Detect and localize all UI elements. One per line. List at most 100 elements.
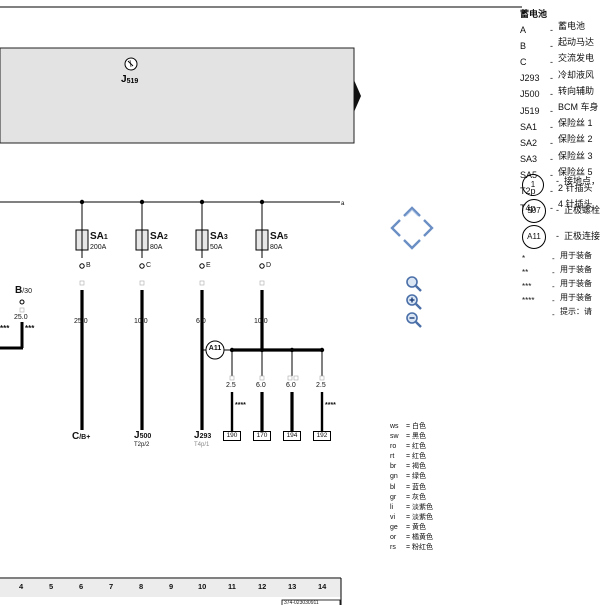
b30-wire-size: 25.0 (14, 314, 28, 321)
wire-size-sa2: 10.0 (134, 318, 148, 325)
color-key-row: gn= 绿色 (390, 473, 427, 481)
ref-box-192[interactable]: 192 (313, 431, 331, 441)
zoom-search-icon[interactable] (404, 274, 424, 294)
left-stars-b: *** (25, 324, 35, 333)
ref-box-194[interactable]: 194 (283, 431, 301, 441)
legend-circle-desc: - 正极螺栓 (556, 205, 601, 215)
pan-left-icon[interactable] (390, 219, 401, 237)
legend-row: A-蓄电池 (520, 21, 586, 35)
wire-size-sa5: 10.0 (254, 318, 268, 325)
fuse-sa2-label: SA2 80A (150, 231, 168, 252)
fuse-sa1 (75, 199, 89, 430)
color-key-row: vi= 淡紫色 (390, 513, 434, 521)
fuse-sa3-label: SA3 50A (210, 231, 228, 252)
page-number[interactable]: 13 (288, 582, 297, 591)
color-key-row: sw= 黑色 (390, 433, 427, 441)
legend-circle-ground: 1 (522, 174, 544, 196)
branch-wire-4: 2.5 (316, 382, 326, 389)
note-row: **-用于装备 (522, 265, 592, 277)
branch-stars-a: **** (235, 402, 246, 409)
j519-module-box (0, 47, 355, 144)
pan-control (390, 206, 434, 250)
color-key-row: li= 淡紫色 (390, 503, 434, 511)
legend-title: 蓄电池 (520, 9, 548, 19)
fuse-sa5-label: SA5 80A (270, 231, 288, 252)
ref-box-170[interactable]: 170 (253, 431, 271, 441)
legend-row: J293-冷却液风 (520, 69, 595, 84)
color-key-row: ws= 白色 (390, 423, 427, 430)
branch-stars-b: **** (325, 402, 336, 409)
bus-end-label: a (341, 201, 345, 207)
page-number[interactable]: 12 (258, 582, 267, 591)
a11-distribution (202, 340, 325, 431)
terminal-j293-label: J293 T4p/1 (194, 430, 212, 449)
ref-box-190[interactable]: 190 (223, 431, 241, 441)
branch-wire-1: 2.5 (226, 382, 236, 389)
legend-circle-507: 507 (522, 199, 546, 223)
page-number[interactable]: 11 (228, 582, 236, 591)
terminal-c-label: C/B+ (72, 431, 91, 442)
color-key-row: rs= 粉红色 (390, 544, 434, 552)
fuse-sa2 (135, 199, 149, 430)
fuse-sa1-pin: B (86, 262, 91, 269)
page-number[interactable]: 5 (49, 582, 54, 591)
page-number[interactable]: 6 (79, 582, 84, 591)
branch-wire-2: 6.0 (256, 382, 266, 389)
legend-row: C-交流发电 (520, 53, 595, 67)
b30-label: B/30 (15, 285, 32, 296)
zoom-out-icon[interactable] (404, 310, 424, 330)
note-row: -提示：请 (552, 307, 592, 319)
legend-row: B-起动马达 (520, 37, 595, 51)
j519-ground-symbol (124, 57, 138, 71)
document-id: 374-023030911 (284, 600, 319, 606)
page-number[interactable]: 9 (169, 582, 174, 591)
b30-branch (0, 299, 25, 350)
note-row: *-用于装备 (522, 251, 592, 263)
note-row: ****-用于装备 (522, 293, 592, 305)
color-key-row: ge= 黄色 (390, 523, 427, 531)
legend-row: SA3-保险丝 3 (520, 150, 593, 165)
legend-row: J500-转向辅助 (520, 85, 595, 100)
component-legend: 蓄电池 A-蓄电池 B-起动马达 C-交流发电 J293-冷却液风 J500-转… (520, 8, 602, 214)
pan-up-icon[interactable] (403, 206, 421, 217)
wire-size-sa3: 6.0 (196, 318, 206, 325)
legend-row: SA2-保险丝 2 (520, 134, 593, 148)
fuse-sa1-label: SA1 200A (90, 231, 108, 252)
fuse-sa3-pin: E (206, 262, 211, 269)
page-number[interactable]: 14 (318, 582, 327, 591)
legend-row: J519-BCM 车身 (520, 101, 599, 116)
page-number[interactable]: 8 (139, 582, 144, 591)
fuse-sa3 (195, 199, 209, 430)
page-number[interactable]: 7 (109, 582, 114, 591)
left-stars-a: *** (0, 324, 10, 333)
fuse-sa5-pin: D (266, 262, 272, 269)
color-key-row: gr= 灰色 (390, 493, 427, 501)
color-key-row: ro= 红色 (390, 443, 427, 451)
legend-row: SA1-保险丝 1 (520, 118, 593, 132)
color-key-row: or= 橘黄色 (390, 534, 434, 542)
legend-circle-desc: - 接地点， (556, 176, 601, 186)
pan-down-icon[interactable] (403, 239, 421, 250)
note-row: ***-用于装备 (522, 279, 592, 291)
j519-label: J519 (121, 74, 138, 85)
fuse-sa5 (255, 199, 269, 350)
zoom-in-icon[interactable] (404, 292, 424, 312)
wire-size-sa1: 25.0 (74, 318, 88, 325)
legend-notes: *-用于装备 **-用于装备 ***-用于装备 ****-用于装备 -提示：请 (522, 250, 602, 320)
legend-circle-a11: A11 (522, 225, 546, 249)
wire-color-key: ws= 白色 sw= 黑色 ro= 红色 rt= 红色 br= 褐色 gn= 绿… (390, 422, 460, 553)
color-key-row: bl= 蓝色 (390, 483, 427, 491)
a11-circle-label: A11 (208, 345, 222, 352)
page-number-ruler: 4 5 6 7 8 9 10 11 12 13 14 (0, 582, 341, 594)
color-key-row: br= 褐色 (390, 463, 427, 471)
next-page-arrow[interactable] (354, 80, 361, 112)
color-key-row: rt= 红色 (390, 453, 427, 461)
terminal-j500-label: J500 T2p/2 (134, 430, 152, 449)
pan-right-icon[interactable] (423, 219, 434, 237)
legend-circle-desc: - 正极连接 (556, 231, 601, 241)
page-number[interactable]: 4 (19, 582, 24, 591)
page-number[interactable]: 10 (198, 582, 207, 591)
fuse-sa2-pin: C (146, 262, 152, 269)
